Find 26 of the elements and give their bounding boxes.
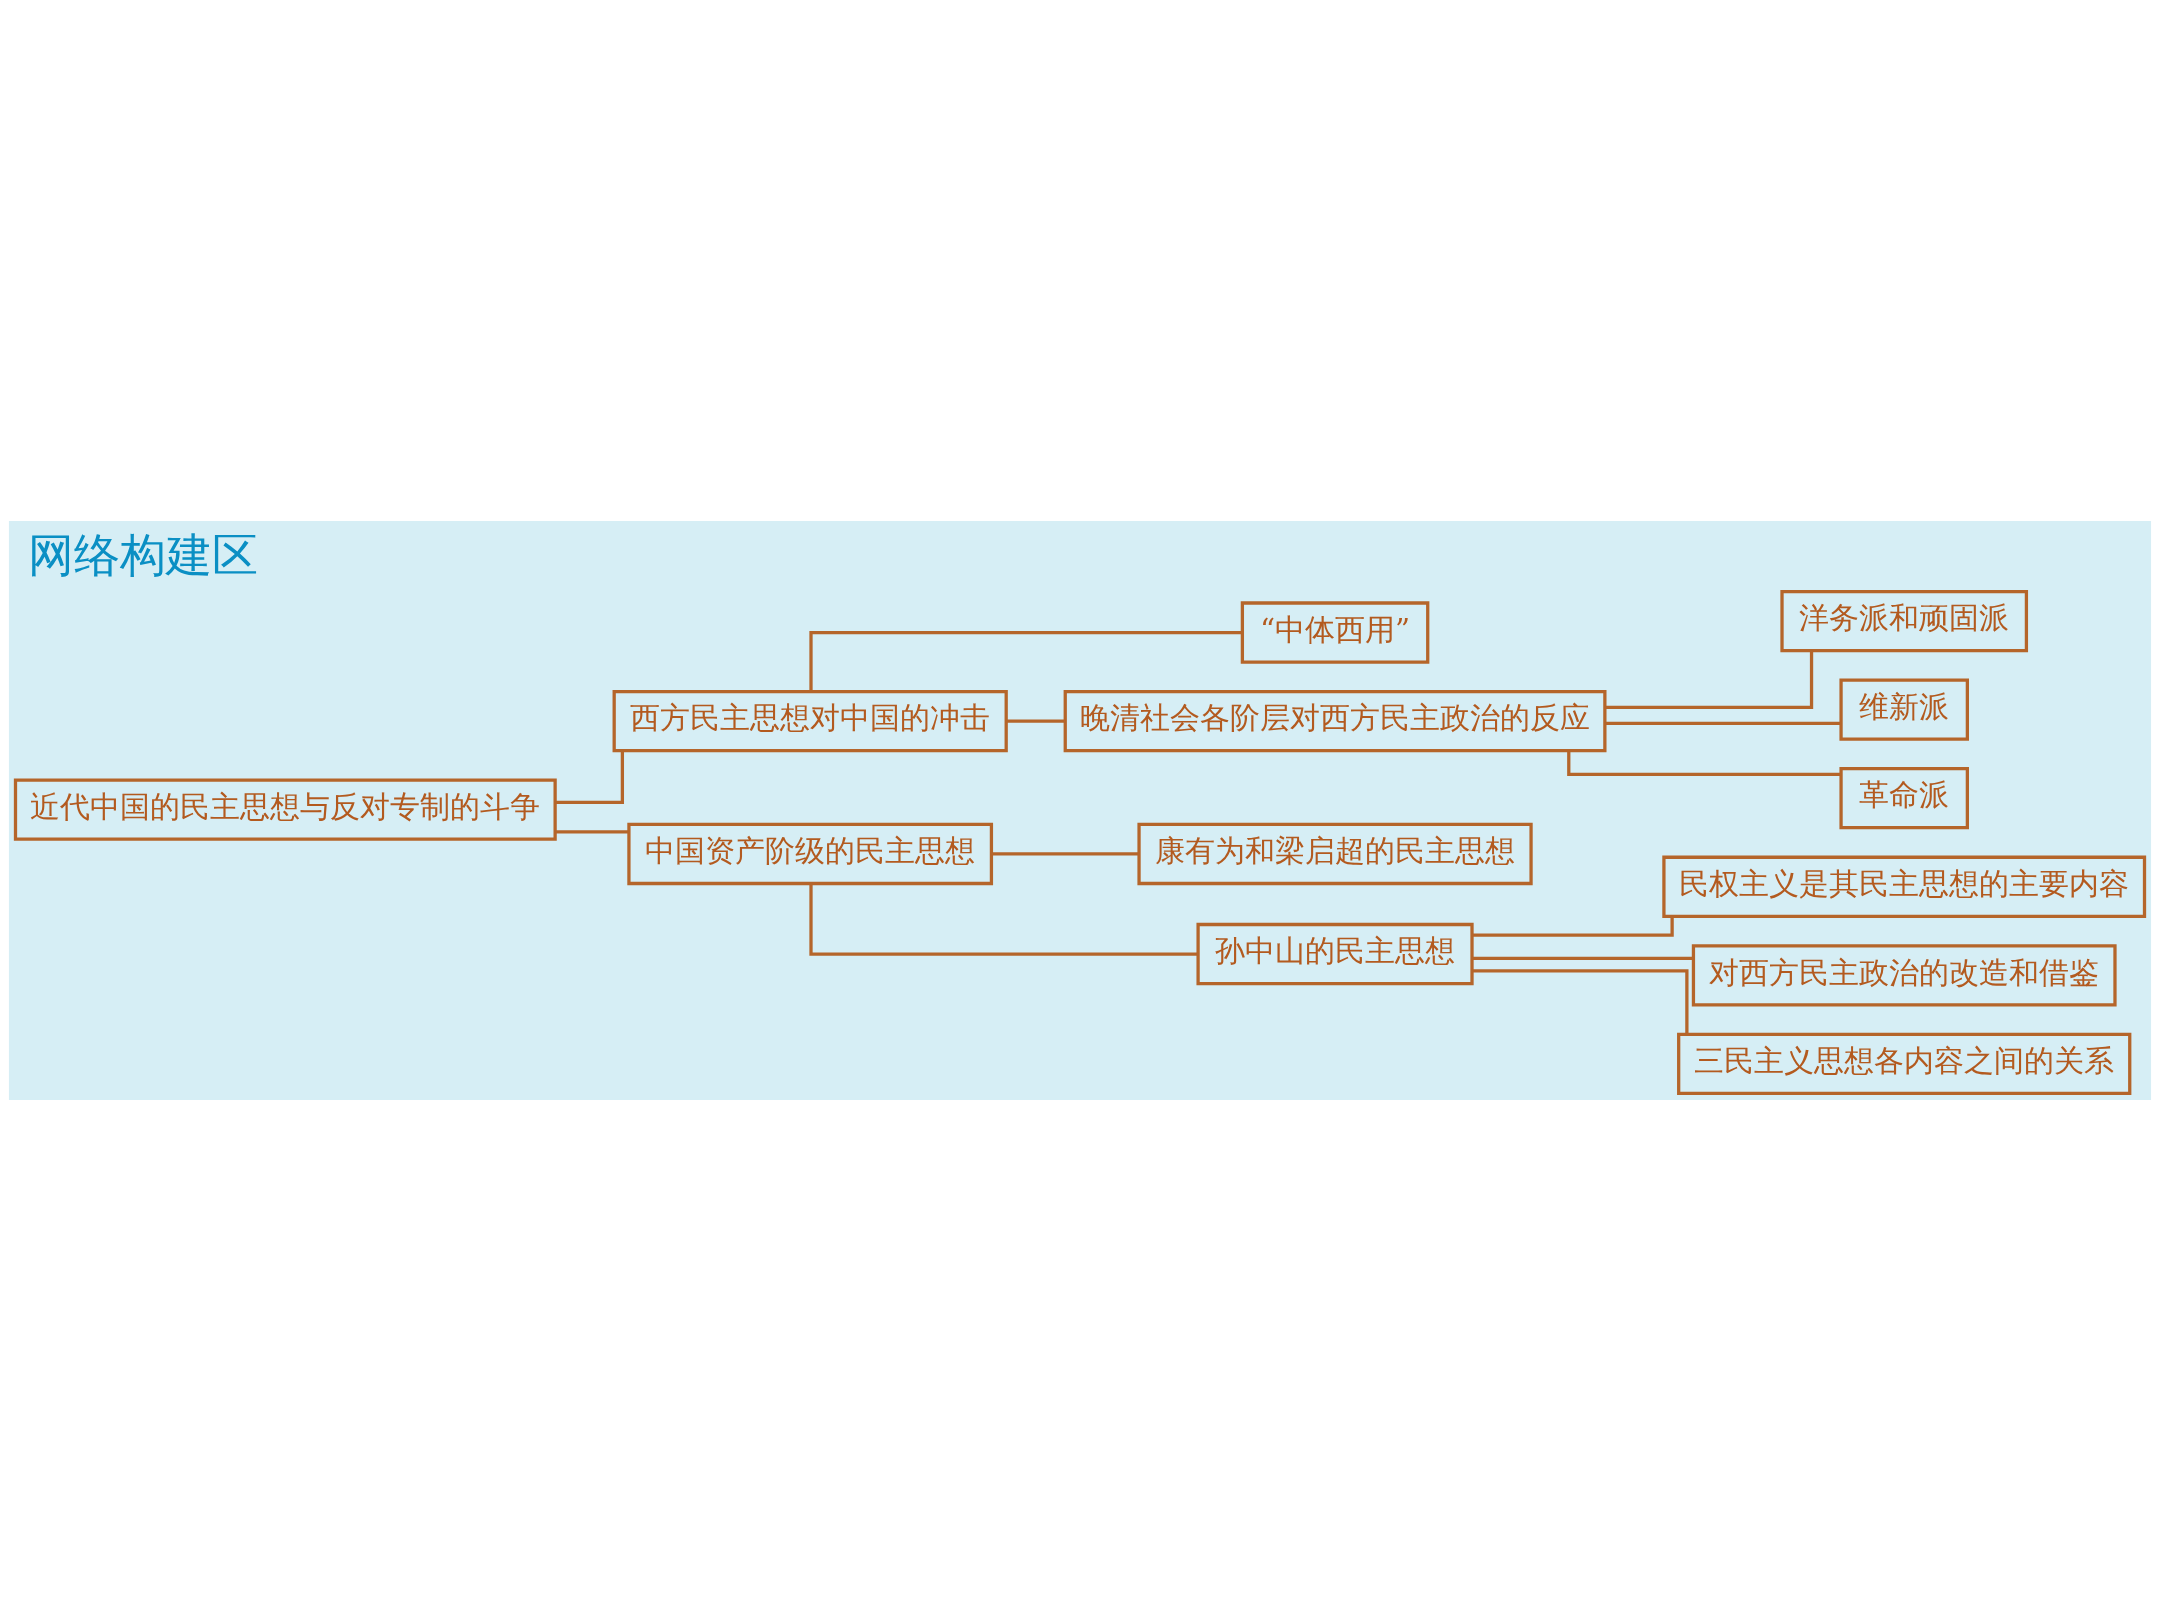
connector: [809, 630, 1242, 691]
node-box: 西方民主思想对中国的冲击: [612, 689, 1008, 752]
node-box: 晚清社会各阶层对西方民主政治的反应: [1063, 689, 1607, 752]
connector: [1605, 721, 1841, 725]
connector: [809, 883, 1199, 956]
node-box: 康有为和梁启超的民主思想: [1137, 822, 1533, 885]
connector: [1567, 750, 1841, 776]
connector: [1472, 956, 1694, 960]
node-box: 民权主义是其民主思想的主要内容: [1662, 855, 2147, 918]
node-box: 洋务派和顽固派: [1780, 589, 2029, 652]
node-box: 对西方民主政治的改造和借鉴: [1691, 943, 2117, 1006]
connector: [1006, 718, 1066, 723]
connector: [991, 851, 1139, 856]
node-box: 孙中山的民主思想: [1196, 922, 1474, 985]
diagram-title: 网络构建区: [27, 527, 258, 582]
node-box: 革命派: [1839, 766, 1969, 829]
connector: [1605, 650, 1814, 709]
node-box: 维新派: [1839, 677, 1969, 741]
connector: [555, 750, 624, 804]
connector: [1472, 916, 1674, 937]
connector: [555, 829, 629, 833]
node-box: 三民主义思想各内容之间的关系: [1677, 1032, 2132, 1095]
node-box: “中体西用”: [1240, 600, 1430, 664]
connector: [1472, 968, 1689, 1034]
node-box: 近代中国的民主思想与反对专制的斗争: [13, 778, 557, 841]
node-box: 中国资产阶级的民主思想: [627, 822, 994, 885]
